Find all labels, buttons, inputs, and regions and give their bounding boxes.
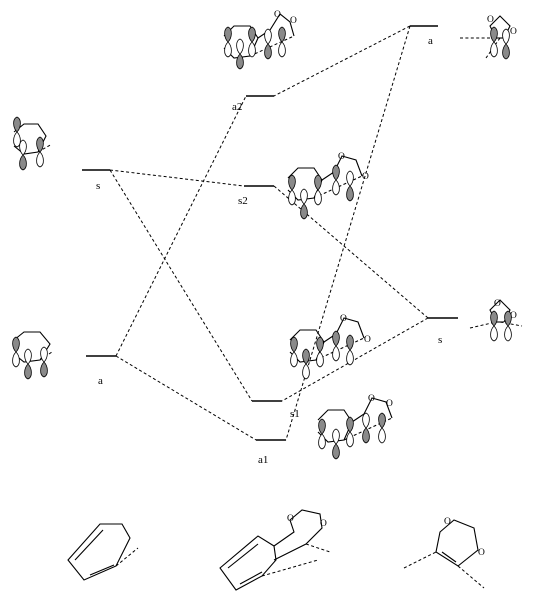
structure-hexatriene: [67, 523, 139, 581]
corr-left-a-to-a1: [115, 355, 257, 441]
atom-o-bottom-adduct-2: O: [320, 519, 327, 529]
orbital-center-a1: O O: [317, 394, 393, 460]
atom-o-rs-1: O: [494, 299, 501, 309]
label-right-a: a: [428, 35, 433, 47]
corr-left-s-to-s1: [109, 169, 253, 402]
correlation-lines: [109, 25, 429, 441]
atom-o-ra-1: O: [487, 15, 494, 25]
atom-o-s1-1: O: [340, 314, 347, 324]
label-center-a2: a2: [232, 101, 242, 113]
atom-o-a2-2: O: [290, 16, 297, 26]
atom-o-a1-1: O: [368, 394, 375, 404]
atom-o-ra-2: O: [510, 27, 517, 37]
label-left-a: a: [98, 375, 103, 387]
atom-o-a1-2: O: [386, 399, 393, 409]
orbital-center-a2: O O: [223, 10, 297, 70]
atom-o-bottom-dioxole-2: O: [478, 548, 485, 558]
corr-left-a-to-a2: [115, 95, 247, 357]
structure-adduct: O O: [219, 509, 331, 591]
level-labels: s a a2 s2 s1 a1 a s: [96, 35, 442, 466]
label-center-s1: s1: [290, 408, 300, 420]
energy-levels: [82, 25, 458, 441]
orbital-center-s1: O O: [289, 314, 371, 380]
orbital-right-s: O O: [469, 299, 523, 342]
corr-right-a-to-a2: [273, 25, 411, 97]
atom-o-a2-1: O: [274, 10, 281, 20]
label-right-s: s: [438, 334, 442, 346]
orbital-left-s: [13, 116, 53, 171]
atom-o-s2-2: O: [362, 172, 369, 182]
corr-left-s-to-s2: [109, 169, 245, 187]
atom-o-s1-2: O: [364, 335, 371, 345]
orbital-center-s2: O O: [287, 152, 369, 220]
label-center-s2: s2: [238, 195, 248, 207]
atom-o-bottom-adduct-1: O: [287, 514, 294, 524]
corr-right-s-to-s1: [281, 317, 429, 402]
label-center-a1: a1: [258, 454, 268, 466]
orbital-right-a: O O: [460, 15, 517, 60]
atom-o-bottom-dioxole-1: O: [444, 517, 451, 527]
label-left-s: s: [96, 180, 100, 192]
orbital-left-a: [12, 331, 53, 380]
atom-o-rs-2: O: [510, 311, 517, 321]
structure-dioxole: O O: [403, 517, 485, 589]
corr-right-a-to-a1: [285, 25, 411, 441]
corr-right-s-to-s2: [273, 185, 429, 319]
atom-o-s2-1: O: [338, 152, 345, 162]
